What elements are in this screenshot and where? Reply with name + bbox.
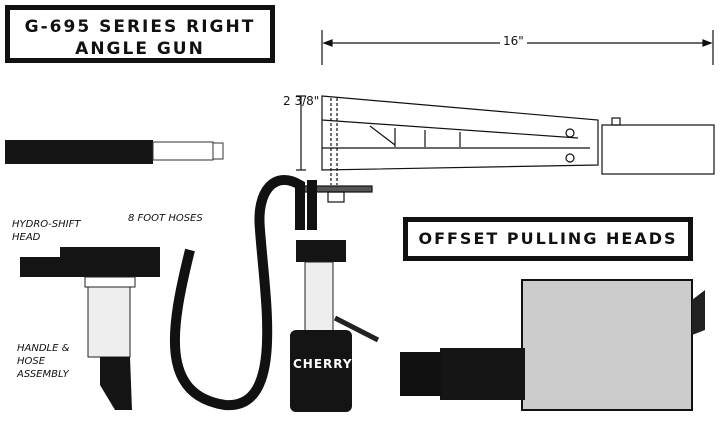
cherry-brand-label: CHERRY <box>293 357 353 371</box>
gun-side-photo <box>5 140 224 164</box>
handle-hose-assembly-label: HANDLE & HOSE ASSEMBLY <box>17 343 70 380</box>
hydro-shift-head-label: HYDRO-SHIFT HEAD <box>12 219 81 243</box>
height-dimension-label: 2 3/8" <box>283 94 320 108</box>
title-line-1: G-695 SERIES RIGHT <box>24 17 256 37</box>
page-title-box: G-695 SERIES RIGHT ANGLE GUN <box>5 5 275 63</box>
title-line-2: ANGLE GUN <box>75 39 205 59</box>
section-heading-box: OFFSET PULLING HEADS <box>403 217 693 261</box>
right-angle-gun-diagram <box>296 30 715 203</box>
offset-pulling-head-photo <box>400 279 705 411</box>
foot-hoses-label: 8 FOOT HOSES <box>128 213 203 224</box>
cherry-reservoir-photo <box>290 240 380 412</box>
hose-photo <box>169 175 317 411</box>
section-heading: OFFSET PULLING HEADS <box>418 229 678 248</box>
length-dimension-label: 16" <box>500 34 527 48</box>
hydro-shift-head-photo <box>20 247 160 410</box>
